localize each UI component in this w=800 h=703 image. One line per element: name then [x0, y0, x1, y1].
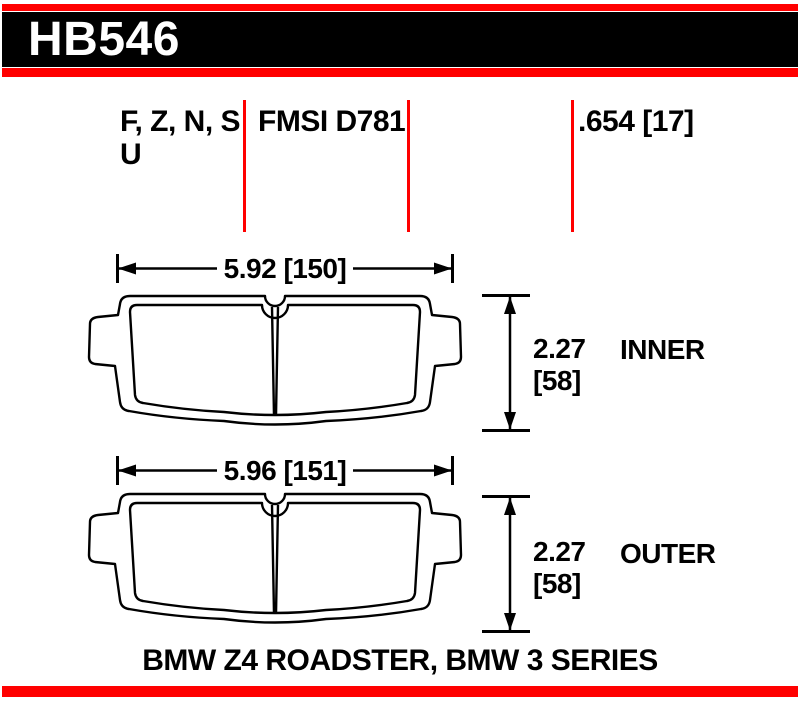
outer-height-inches: 2.27: [533, 536, 586, 567]
inner-pad-center-slot: [270, 306, 280, 417]
header-red-stripe: [2, 68, 798, 77]
outer-width-dimension: 5.96 [151]: [116, 455, 454, 486]
inner-pad-drawing: [87, 294, 463, 426]
pad-thickness: .654 [17]: [578, 105, 694, 138]
inner-height-dimension: [482, 294, 530, 432]
outer-pad-label: OUTER: [620, 538, 716, 569]
vehicle-application: BMW Z4 ROADSTER, BMW 3 SERIES: [142, 644, 658, 677]
compound-codes: F, Z, N, S U: [120, 105, 241, 171]
bottom-red-stripe: [2, 686, 798, 697]
arrowhead-left: [118, 464, 136, 477]
outer-height-value: 2.27 [58]: [533, 536, 623, 600]
inner-pad-friction-outline: [128, 303, 422, 417]
inner-pad-backing-plate-outline: [87, 294, 463, 426]
spec-divider-2: [407, 100, 410, 232]
arrowhead-up: [504, 497, 516, 515]
spec-divider-1: [243, 100, 246, 232]
outer-pad-drawing: [87, 492, 463, 624]
inner-height-inches: 2.27: [533, 333, 586, 364]
part-number: HB546: [28, 13, 180, 66]
arrowhead-down: [504, 613, 516, 631]
inner-width-dimension: 5.92 [150]: [116, 253, 454, 284]
outer-height-dimension: [482, 495, 530, 633]
outer-pad-center-slot: [270, 504, 280, 615]
outer-height-mm: [58]: [533, 568, 581, 599]
arrowhead-right: [434, 262, 452, 275]
fmsi-number: FMSI D781: [258, 105, 406, 138]
part-number-bar: HB546: [2, 12, 798, 67]
arrowhead-up: [504, 296, 516, 314]
compound-codes-line1: F, Z, N, S: [120, 105, 241, 138]
inner-height-value: 2.27 [58]: [533, 333, 623, 397]
outer-width-dimension-label: 5.96 [151]: [224, 455, 347, 486]
arrowhead-right: [434, 464, 452, 477]
inner-pad-label: INNER: [620, 334, 705, 365]
top-red-stripe: [2, 4, 798, 11]
outer-pad-friction-outline: [128, 501, 422, 615]
inner-height-mm: [58]: [533, 365, 581, 396]
inner-width-dimension-label: 5.92 [150]: [224, 253, 347, 284]
arrowhead-left: [118, 262, 136, 275]
spec-divider-3: [571, 100, 574, 232]
arrowhead-down: [504, 412, 516, 430]
outer-pad-backing-plate-outline: [87, 492, 463, 624]
compound-codes-line2: U: [120, 138, 142, 171]
